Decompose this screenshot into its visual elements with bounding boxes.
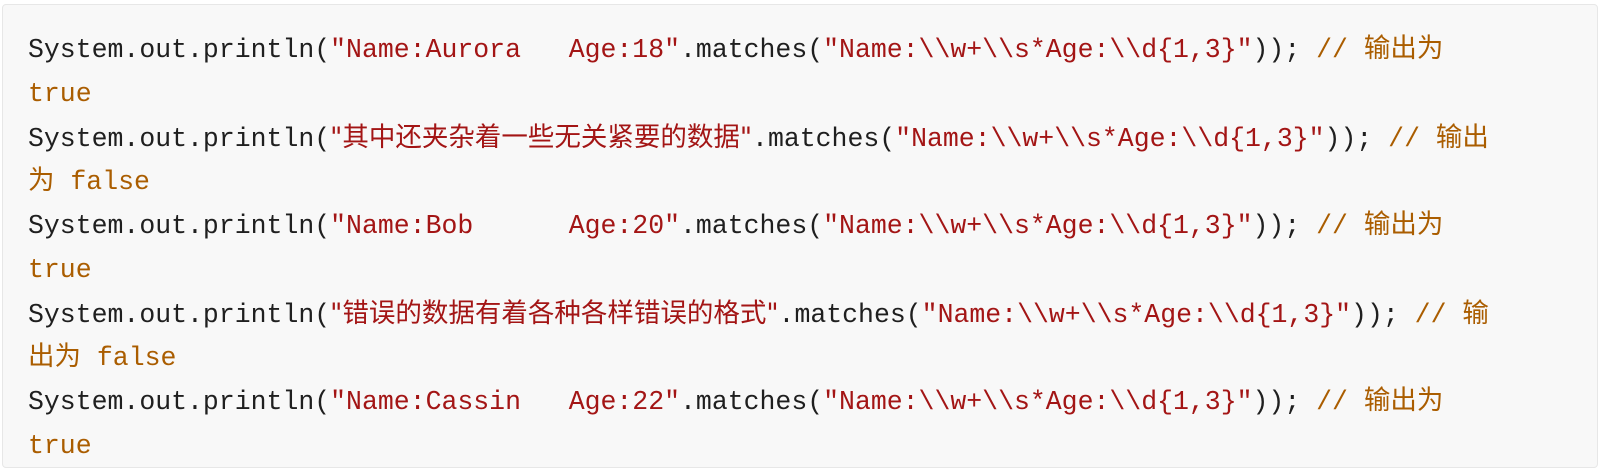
call-prefix: System.out.println( bbox=[28, 35, 331, 65]
call-prefix: System.out.println( bbox=[28, 211, 331, 241]
call-prefix: System.out.println( bbox=[28, 300, 331, 330]
code-line-5-wrap: true bbox=[28, 431, 92, 461]
code-line-5: System.out.println("Name:Cassin Age:22".… bbox=[28, 380, 1572, 424]
code-line-2-wrap: 为 false bbox=[28, 167, 150, 197]
regex-string: "Name:\\w+\\s*Age:\\d{1,3}" bbox=[823, 211, 1253, 241]
code-block: System.out.println("Name:Aurora Age:18".… bbox=[2, 4, 1598, 468]
input-string: "其中还夹杂着一些无关紧要的数据" bbox=[330, 122, 753, 153]
code-line-1: System.out.println("Name:Aurora Age:18".… bbox=[28, 28, 1572, 72]
comment: // 输出 bbox=[1372, 124, 1489, 154]
code-line-4: System.out.println("错误的数据有着各种各样错误的格式".ma… bbox=[28, 292, 1572, 336]
comment: // 输出为 bbox=[1300, 387, 1444, 417]
input-string: "Name:Aurora Age:18" bbox=[330, 35, 681, 65]
matches-call: .matches( bbox=[752, 124, 896, 154]
call-suffix: )); bbox=[1351, 300, 1399, 330]
call-prefix: System.out.println( bbox=[28, 387, 331, 417]
matches-call: .matches( bbox=[680, 387, 824, 417]
call-suffix: )); bbox=[1252, 35, 1301, 65]
code-line-1-wrap: true bbox=[28, 79, 92, 109]
code-content: System.out.println("Name:Aurora Age:18".… bbox=[28, 28, 1572, 468]
call-prefix: System.out.println( bbox=[28, 124, 331, 154]
matches-call: .matches( bbox=[778, 300, 922, 330]
comment: // 输 bbox=[1398, 300, 1489, 330]
input-string: "Name:Bob Age:20" bbox=[330, 211, 681, 241]
regex-string: "Name:\\w+\\s*Age:\\d{1,3}" bbox=[895, 124, 1325, 154]
code-line-3: System.out.println("Name:Bob Age:20".mat… bbox=[28, 204, 1572, 248]
regex-string: "Name:\\w+\\s*Age:\\d{1,3}" bbox=[823, 387, 1253, 417]
input-string: "Name:Cassin Age:22" bbox=[330, 387, 681, 417]
code-line-2: System.out.println("其中还夹杂着一些无关紧要的数据".mat… bbox=[28, 116, 1572, 160]
call-suffix: )); bbox=[1252, 387, 1301, 417]
comment: // 输出为 bbox=[1300, 35, 1444, 65]
comment: // 输出为 bbox=[1300, 211, 1444, 241]
code-line-3-wrap: true bbox=[28, 255, 92, 285]
code-line-4-wrap: 出为 false bbox=[28, 343, 177, 373]
matches-call: .matches( bbox=[680, 35, 824, 65]
matches-call: .matches( bbox=[680, 211, 824, 241]
regex-string: "Name:\\w+\\s*Age:\\d{1,3}" bbox=[823, 35, 1253, 65]
call-suffix: )); bbox=[1252, 211, 1301, 241]
input-string: "错误的数据有着各种各样错误的格式" bbox=[330, 298, 779, 329]
call-suffix: )); bbox=[1324, 124, 1373, 154]
regex-string: "Name:\\w+\\s*Age:\\d{1,3}" bbox=[921, 300, 1352, 330]
